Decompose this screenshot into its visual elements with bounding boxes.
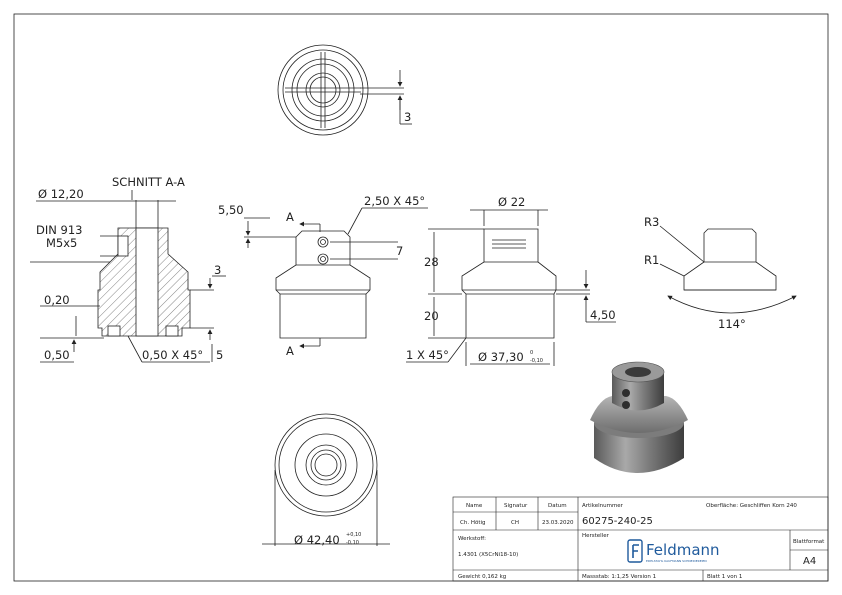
section-dim-5: 5 [216, 348, 223, 362]
feldmann-logo: Feldmann EDELSTAHL KAUFMANN SCHNEIDEREIE… [627, 539, 720, 563]
section-thread-std: DIN 913 [36, 223, 82, 237]
section-dim-050: 0,50 [44, 348, 70, 362]
section-thread-size: M5x5 [46, 236, 77, 250]
tb-surface: Oberfläche: Geschliffen Korn 240 [706, 503, 797, 509]
tb-maker-header: Hersteller [582, 533, 610, 539]
tb-name-header: Name [466, 503, 483, 509]
tb-material-header: Werkstoff: [458, 536, 486, 542]
side-dim-20: 20 [424, 309, 439, 323]
tb-sheet: Blatt 1 von 1 [707, 574, 742, 580]
section-dim-chamfer: 0,50 X 45° [142, 348, 203, 362]
bottom-dim-dia42: Ø 42,40 [294, 533, 340, 547]
side-view [406, 209, 616, 366]
side-dim-450: 4,50 [590, 308, 616, 322]
side-tol-down: -0,10 [530, 358, 543, 364]
title-block [452, 496, 829, 582]
section-dim-020: 0,20 [44, 293, 70, 307]
tb-article-number: 60275-240-25 [582, 516, 653, 527]
sheet-border [13, 13, 829, 582]
side-tol-up: 0 [530, 350, 533, 356]
side-dim-28: 28 [424, 255, 439, 269]
angle-dim-r3: R3 [644, 215, 659, 229]
brand-name: Feldmann [646, 541, 720, 559]
bottom-tol-down: -0,10 [346, 540, 359, 546]
bottom-tol-up: +0,10 [346, 532, 361, 538]
side-dim-dia22: Ø 22 [498, 195, 525, 209]
section-label: SCHNITT A-A [112, 175, 185, 189]
tb-name: Ch. Hötig [460, 520, 486, 526]
front-section-marker-top: A [286, 210, 294, 224]
tb-scale: Massstab: 1:1,25 Version 1 [582, 574, 656, 580]
brand-subline: EDELSTAHL KAUFMANN SCHNEIDEREIEN [646, 559, 707, 563]
angle-dim-r1: R1 [644, 253, 659, 267]
section-dim-dia: Ø 12,20 [38, 187, 84, 201]
top-view [277, 44, 412, 136]
top-dim-3: 3 [404, 110, 411, 124]
side-dim-dia37: Ø 37,30 [478, 350, 524, 364]
tb-date: 23.03.2020 [542, 520, 574, 526]
side-dim-chamfer: 1 X 45° [406, 348, 449, 362]
angle-view [659, 225, 797, 314]
section-dim-3: 3 [214, 263, 221, 277]
tb-material: 1.4301 (X5CrNi18-10) [458, 552, 518, 558]
section-view [30, 190, 226, 363]
tb-sig: CH [511, 520, 519, 526]
bottom-view [262, 413, 390, 546]
tb-article-header: Artikelnummer [582, 503, 624, 509]
front-dim-550: 5,50 [218, 203, 244, 217]
tb-date-header: Datum [548, 503, 567, 509]
tb-sig-header: Signatur [504, 503, 528, 509]
tb-format-header: Blattformat [793, 539, 825, 545]
front-dim-7: 7 [396, 244, 403, 258]
front-section-marker-bottom: A [286, 344, 294, 358]
tb-format: A4 [803, 556, 816, 567]
angle-dim-114: 114° [718, 317, 746, 331]
tb-weight: Gewicht 0,162 kg [458, 574, 506, 580]
front-dim-chamfer: 2,50 X 45° [364, 194, 425, 208]
front-view [244, 207, 428, 349]
isometric-render [590, 361, 688, 473]
